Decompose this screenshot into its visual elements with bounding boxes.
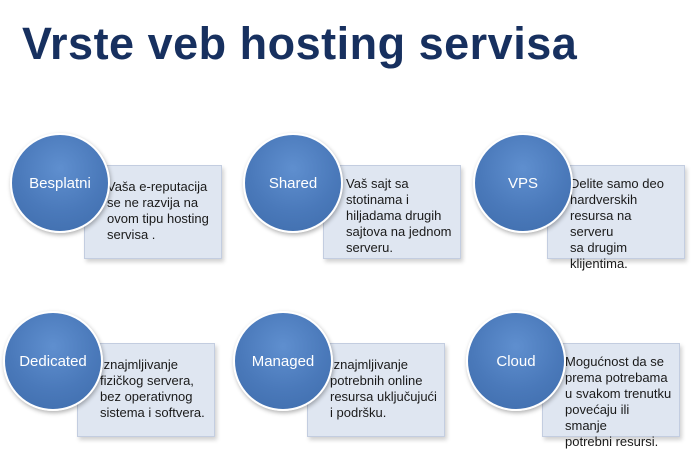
circle-label: Cloud: [466, 311, 566, 411]
description-line: klijentima.: [570, 256, 628, 271]
circle-label-text: Besplatni: [29, 174, 91, 192]
hosting-type-shared: Vaš sajt sa stotinama i hiljadama drugih…: [243, 133, 461, 268]
circle-label-text: VPS: [507, 174, 538, 192]
description-line: potrebnih online: [330, 373, 423, 388]
description-line: potrebni resursi.: [565, 434, 659, 449]
hosting-type-besplatni: Vaša e-reputacija se ne razvija na ovom …: [10, 133, 225, 268]
circle-label: Shared: [243, 133, 343, 233]
description-line: sistema i softvera.: [100, 405, 205, 420]
description-line: Delite samo deo: [570, 176, 664, 191]
description-box: Vaš sajt sa stotinama i hiljadama drugih…: [323, 165, 461, 259]
description-line: hiljadama drugih: [346, 208, 442, 223]
description-box: Vaša e-reputacija se ne razvija na ovom …: [84, 165, 222, 259]
circle-label: Besplatni: [10, 133, 110, 233]
description-line: povećaju ili smanje: [565, 402, 630, 433]
description-line: stotinama i: [346, 192, 409, 207]
description-line: se ne razvija na: [107, 195, 199, 210]
description-line: serveru.: [346, 240, 393, 255]
circle-label: Dedicated: [3, 311, 103, 411]
hosting-type-cloud: Mogućnost da se prema potrebama u svakom…: [466, 311, 681, 449]
hosting-type-dedicated: Iznajmljivanje fizičkog servera, bez ope…: [3, 311, 218, 446]
description-line: sajtova na jednom: [346, 224, 452, 239]
description-line: Vaš sajt sa: [346, 176, 409, 191]
description-line: bez operativnog: [100, 389, 193, 404]
page-title: Vrste veb hosting servisa: [22, 18, 578, 69]
description-line: Iznajmljivanje: [100, 357, 179, 372]
description-line: prema potrebama: [565, 370, 668, 385]
circle-label-text: Cloud: [496, 352, 536, 370]
description-line: u svakom trenutku: [565, 386, 672, 401]
circle-label: VPS: [473, 133, 573, 233]
description-line: hardverskih: [570, 192, 638, 207]
description-line: servisa .: [107, 227, 156, 242]
description-line: Iznajmljivanje: [330, 357, 409, 372]
circle-label-text: Managed: [251, 352, 315, 370]
circle-label: Managed: [233, 311, 333, 411]
description-line: ovom tipu hosting: [107, 211, 209, 226]
description-line: resursa na serveru: [570, 208, 632, 239]
hosting-type-vps: Delite samo deo hardverskih resursa na s…: [473, 133, 688, 271]
circle-label-text: Dedicated: [19, 352, 87, 370]
description-line: fizičkog servera,: [100, 373, 194, 388]
description-line: Mogućnost da se: [565, 354, 665, 369]
circle-label-text: Shared: [268, 174, 318, 192]
description-line: resursa uključujući: [330, 389, 437, 404]
description-line: sa drugim: [570, 240, 628, 255]
description-box: Iznajmljivanje fizičkog servera, bez ope…: [77, 343, 215, 437]
description-line: Vaša e-reputacija: [107, 179, 208, 194]
hosting-type-managed: Iznajmljivanje potrebnih online resursa …: [233, 311, 448, 446]
description-line: i podršku.: [330, 405, 387, 420]
